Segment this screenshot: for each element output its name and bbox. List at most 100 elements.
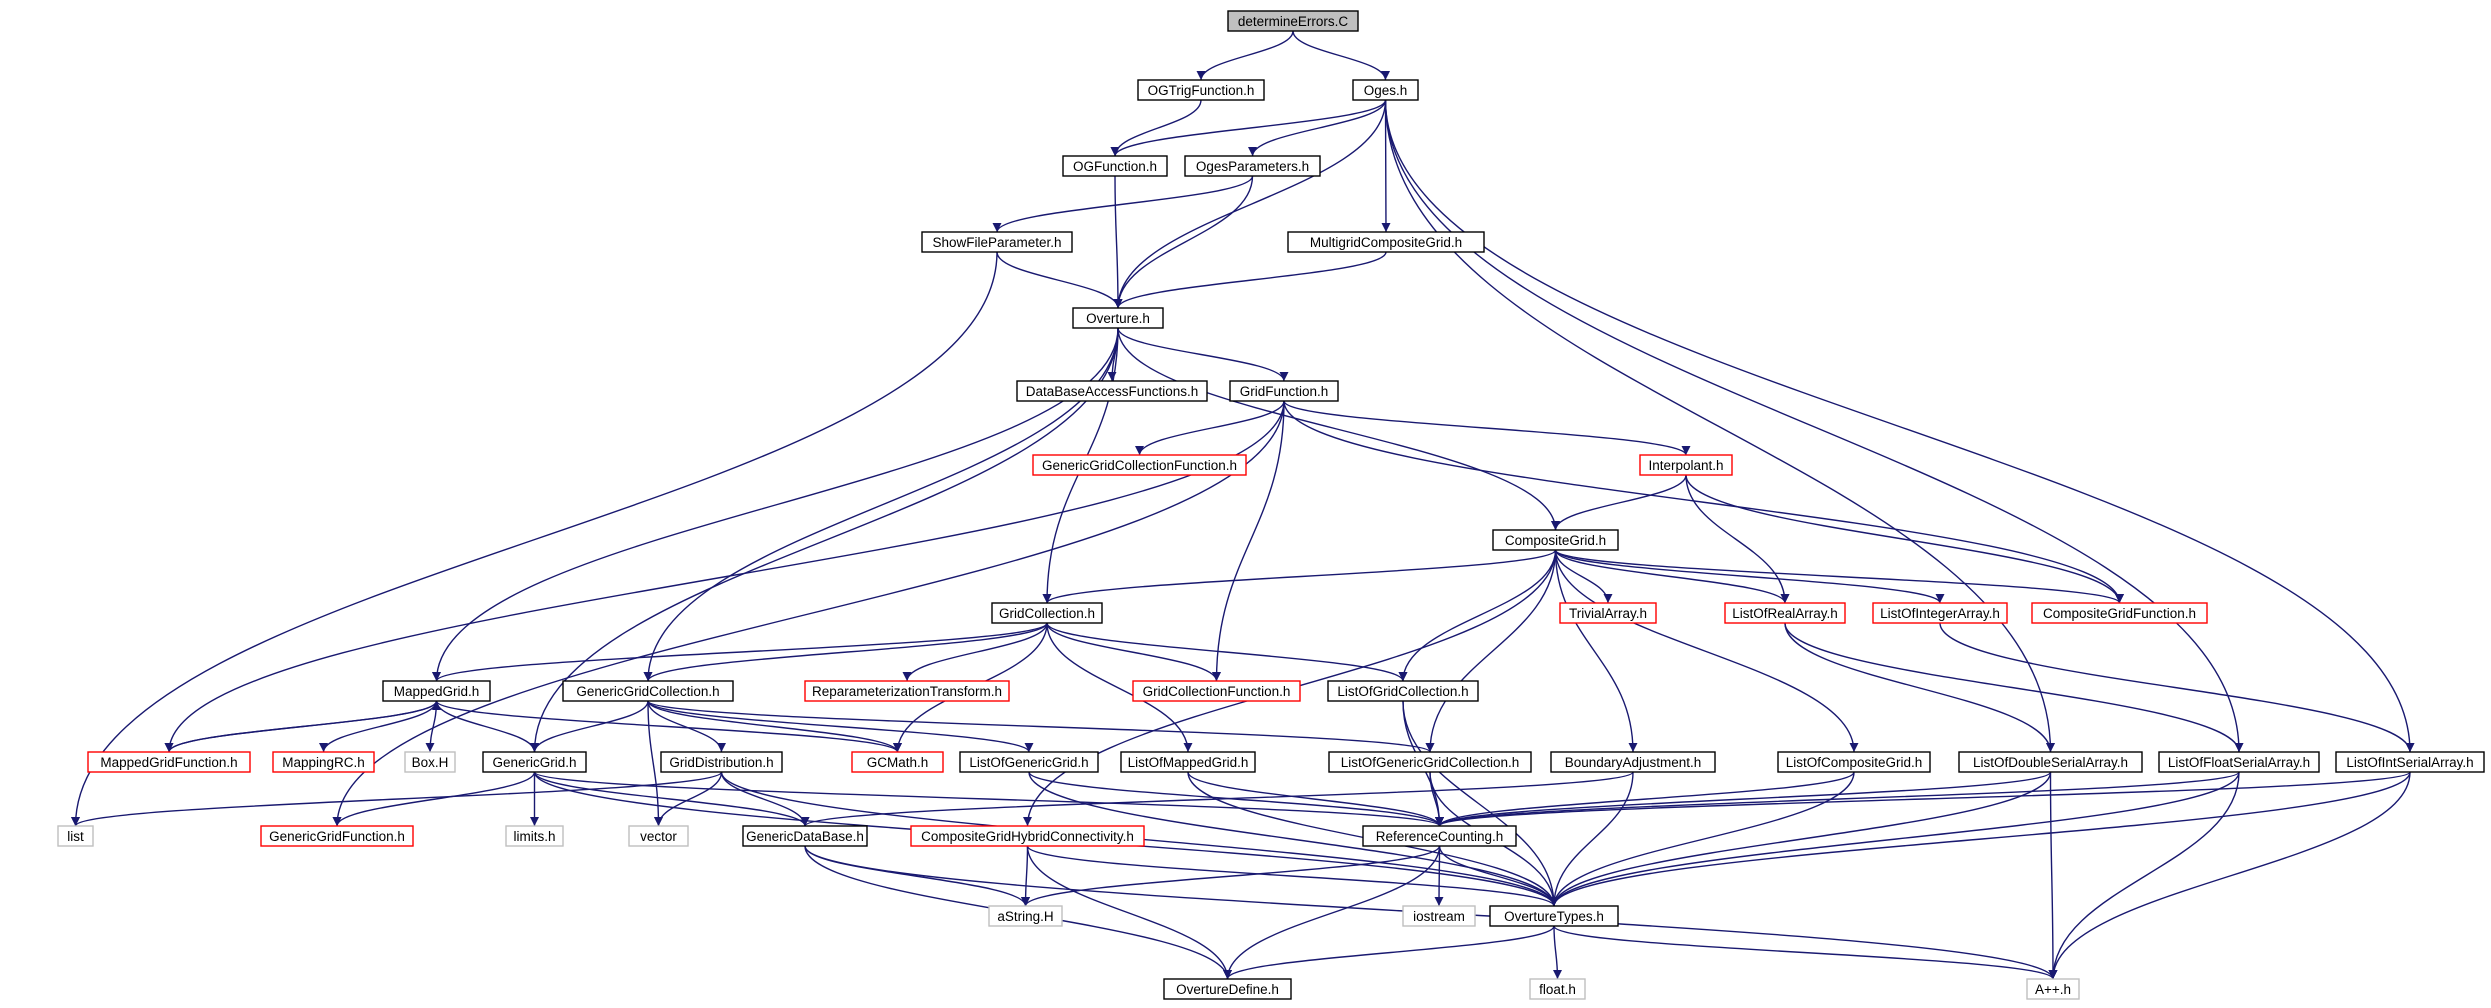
node-OvertureTypes[interactable]: OvertureTypes.h — [1489, 905, 1619, 927]
node-determineErrors[interactable]: determineErrors.C — [1227, 10, 1359, 32]
node-Interpolant[interactable]: Interpolant.h — [1639, 454, 1733, 476]
node-label: GenericGridCollection.h — [576, 684, 719, 699]
node-box — [1132, 680, 1301, 702]
node-box — [1328, 751, 1532, 773]
node-ListOfMappedGrid[interactable]: ListOfMappedGrid.h — [1120, 751, 1256, 773]
node-box — [959, 751, 1099, 773]
edge-CompositeGrid-to-ListOfCompositeGrid — [1554, 549, 1859, 753]
node-box — [1872, 602, 2008, 624]
node-box — [2031, 602, 2208, 624]
edge-GridFunction-to-GenericGridFunction — [332, 400, 1285, 827]
node-list[interactable]: list — [57, 825, 94, 847]
edge-OgesParameters-to-Overture — [1113, 175, 1254, 309]
node-OvertureDefine[interactable]: OvertureDefine.h — [1163, 978, 1292, 1000]
node-box — [1402, 905, 1476, 927]
node-MappedGridFunction[interactable]: MappedGridFunction.h — [87, 751, 251, 773]
node-label: ListOfGenericGridCollection.h — [1341, 755, 1520, 770]
node-vector[interactable]: vector — [628, 825, 689, 847]
node-MappingRC[interactable]: MappingRC.h — [272, 751, 375, 773]
node-ListOfIntegerArray[interactable]: ListOfIntegerArray.h — [1872, 602, 2008, 624]
node-OGFunction[interactable]: OGFunction.h — [1062, 155, 1168, 177]
node-label: ReferenceCounting.h — [1376, 829, 1504, 844]
edge-Oges-to-ListOfDoubleSerialArray — [1384, 99, 2055, 753]
edge-CompositeGrid-to-ListOfGenericGridCollection — [1425, 549, 1557, 753]
edge-Oges-to-OgesParameters — [1248, 99, 1387, 157]
edge-GenericGrid-to-ReferenceCounting — [533, 771, 1444, 827]
node-GridCollection[interactable]: GridCollection.h — [991, 602, 1103, 624]
node-GridCollectionFunction[interactable]: GridCollectionFunction.h — [1132, 680, 1301, 702]
node-box — [482, 751, 587, 773]
node-label: ListOfIntSerialArray.h — [2346, 755, 2473, 770]
node-CompositeGrid[interactable]: CompositeGrid.h — [1492, 529, 1619, 551]
nodes-layer: determineErrors.C OGTrigFunction.h Oges.hO… — [57, 10, 2485, 1000]
node-box — [2026, 978, 2080, 1000]
node-GridDistribution[interactable]: GridDistribution.h — [660, 751, 783, 773]
node-ListOfGenericGridCollection[interactable]: ListOfGenericGridCollection.h — [1328, 751, 1532, 773]
node-box — [804, 680, 1010, 702]
edge-MappedGridFunction-to-MappedGrid — [168, 700, 441, 753]
node-BoundaryAdjustment[interactable]: BoundaryAdjustment.h — [1550, 751, 1716, 773]
node-label: MappedGrid.h — [394, 684, 480, 699]
node-OGTrigFunction[interactable]: OGTrigFunction.h — [1137, 79, 1265, 101]
node-DataBaseAccessFunctions[interactable]: DataBaseAccessFunctions.h — [1016, 380, 1208, 402]
edge-ListOfCompositeGrid-to-ReferenceCounting — [1435, 771, 1855, 827]
edge-OGFunction-to-Overture — [1113, 175, 1123, 309]
node-MappedGrid[interactable]: MappedGrid.h — [382, 680, 491, 702]
node-ReferenceCounting[interactable]: ReferenceCounting.h — [1362, 825, 1517, 847]
node-ListOfDoubleSerialArray[interactable]: ListOfDoubleSerialArray.h — [1958, 751, 2143, 773]
node-box — [1492, 529, 1619, 551]
edge-CompositeGridHybridConnectivity-to-OvertureDefine — [1026, 845, 1232, 980]
node-box — [2335, 751, 2485, 773]
node-GCMath[interactable]: GCMath.h — [851, 751, 944, 773]
node-box — [1489, 905, 1619, 927]
node-label: ListOfDoubleSerialArray.h — [1973, 755, 2128, 770]
edge-Oges-to-ListOfIntSerialArray — [1384, 99, 2415, 753]
node-App[interactable]: A++.h — [2026, 978, 2080, 1000]
node-ListOfGridCollection[interactable]: ListOfGridCollection.h — [1327, 680, 1479, 702]
node-ListOfFloatSerialArray[interactable]: ListOfFloatSerialArray.h — [2158, 751, 2320, 773]
node-box — [1229, 380, 1339, 402]
node-TrivialArray[interactable]: TrivialArray.h — [1559, 602, 1657, 624]
node-label: OvertureTypes.h — [1504, 909, 1604, 924]
node-box — [404, 751, 456, 773]
node-GenericDataBase[interactable]: GenericDataBase.h — [742, 825, 868, 847]
node-ReparameterizationTransform[interactable]: ReparameterizationTransform.h — [804, 680, 1010, 702]
node-GenericGridCollectionFunction[interactable]: GenericGridCollectionFunction.h — [1032, 454, 1247, 476]
edge-Oges-to-MultigridCompositeGrid — [1381, 99, 1391, 233]
node-box — [1062, 155, 1168, 177]
edge-ListOfFloatSerialArray-to-OvertureTypes — [1549, 771, 2240, 907]
node-label: MappingRC.h — [282, 755, 365, 770]
node-label: ListOfFloatSerialArray.h — [2168, 755, 2310, 770]
edge-GridCollection-to-ReparameterizationTransform — [902, 622, 1048, 682]
node-OgesParameters[interactable]: OgesParameters.h — [1184, 155, 1321, 177]
node-Overture[interactable]: Overture.h — [1072, 307, 1164, 329]
node-ListOfRealArray[interactable]: ListOfRealArray.h — [1724, 602, 1846, 624]
node-ShowFileParameter[interactable]: ShowFileParameter.h — [921, 231, 1073, 253]
node-ListOfGenericGrid[interactable]: ListOfGenericGrid.h — [959, 751, 1099, 773]
node-GenericGridCollection[interactable]: GenericGridCollection.h — [562, 680, 734, 702]
node-aString[interactable]: aString.H — [988, 905, 1063, 927]
edge-MappedGrid-to-MappingRC — [319, 700, 438, 753]
node-GridFunction[interactable]: GridFunction.h — [1229, 380, 1339, 402]
node-iostream[interactable]: iostream — [1402, 905, 1476, 927]
node-float[interactable]: float.h — [1529, 978, 1586, 1000]
node-ListOfIntSerialArray[interactable]: ListOfIntSerialArray.h — [2335, 751, 2485, 773]
node-ListOfCompositeGrid[interactable]: ListOfCompositeGrid.h — [1777, 751, 1931, 773]
node-box — [1137, 79, 1265, 101]
node-box — [1120, 751, 1256, 773]
edge-MappedGrid-to-GCMath — [435, 700, 902, 753]
node-box — [1327, 680, 1479, 702]
node-GenericGridFunction[interactable]: GenericGridFunction.h — [260, 825, 414, 847]
edge-ListOfIntegerArray-to-ListOfIntSerialArray — [1939, 622, 2415, 753]
node-limits[interactable]: limits.h — [505, 825, 564, 847]
node-Oges[interactable]: Oges.h — [1352, 79, 1419, 101]
node-CompositeGridHybridConnectivity[interactable]: CompositeGridHybridConnectivity.h — [910, 825, 1145, 847]
node-GenericGrid[interactable]: GenericGrid.h — [482, 751, 587, 773]
node-box — [988, 905, 1063, 927]
node-CompositeGridFunction[interactable]: CompositeGridFunction.h — [2031, 602, 2208, 624]
node-box — [851, 751, 944, 773]
edge-GridCollection-to-MappedGrid — [432, 622, 1048, 682]
node-BoxH[interactable]: Box.H — [404, 751, 456, 773]
node-MultigridCompositeGrid[interactable]: MultigridCompositeGrid.h — [1287, 231, 1485, 253]
node-label: iostream — [1413, 909, 1465, 924]
